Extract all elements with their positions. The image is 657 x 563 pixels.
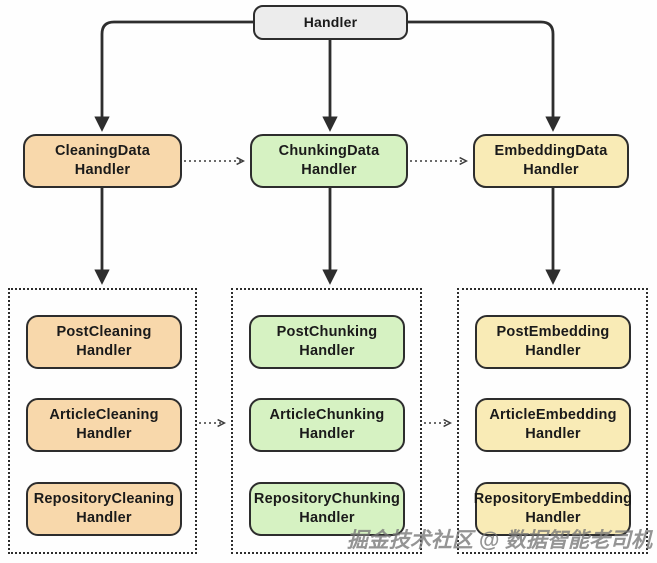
node-chunking-data-handler: ChunkingData Handler (250, 134, 408, 188)
node-post-chunking-handler: PostChunking Handler (249, 315, 405, 369)
edge-handler-to-cleaning (94, 20, 255, 132)
group-cleaning-handlers: PostCleaning Handler ArticleCleaning Han… (8, 288, 197, 554)
node-article-cleaning-handler: ArticleCleaning Handler (26, 398, 182, 452)
node-article-embedding-handler: ArticleEmbedding Handler (475, 398, 631, 452)
group-chunking-handlers: PostChunking Handler ArticleChunking Han… (231, 288, 422, 554)
node-cleaning-data-handler: CleaningData Handler (23, 134, 182, 188)
group-embedding-handlers: PostEmbedding Handler ArticleEmbedding H… (457, 288, 648, 554)
node-article-chunking-handler: ArticleChunking Handler (249, 398, 405, 452)
node-post-cleaning-handler: PostCleaning Handler (26, 315, 182, 369)
node-repository-embedding-handler: RepositoryEmbedding Handler (474, 482, 632, 536)
node-repository-cleaning-handler: RepositoryCleaning Handler (26, 482, 182, 536)
node-embedding-data-handler: EmbeddingData Handler (473, 134, 629, 188)
node-handler: Handler (253, 5, 408, 40)
node-repository-chunking-handler: RepositoryChunking Handler (249, 482, 405, 536)
edge-handler-to-embedding (406, 20, 561, 132)
node-post-embedding-handler: PostEmbedding Handler (475, 315, 631, 369)
